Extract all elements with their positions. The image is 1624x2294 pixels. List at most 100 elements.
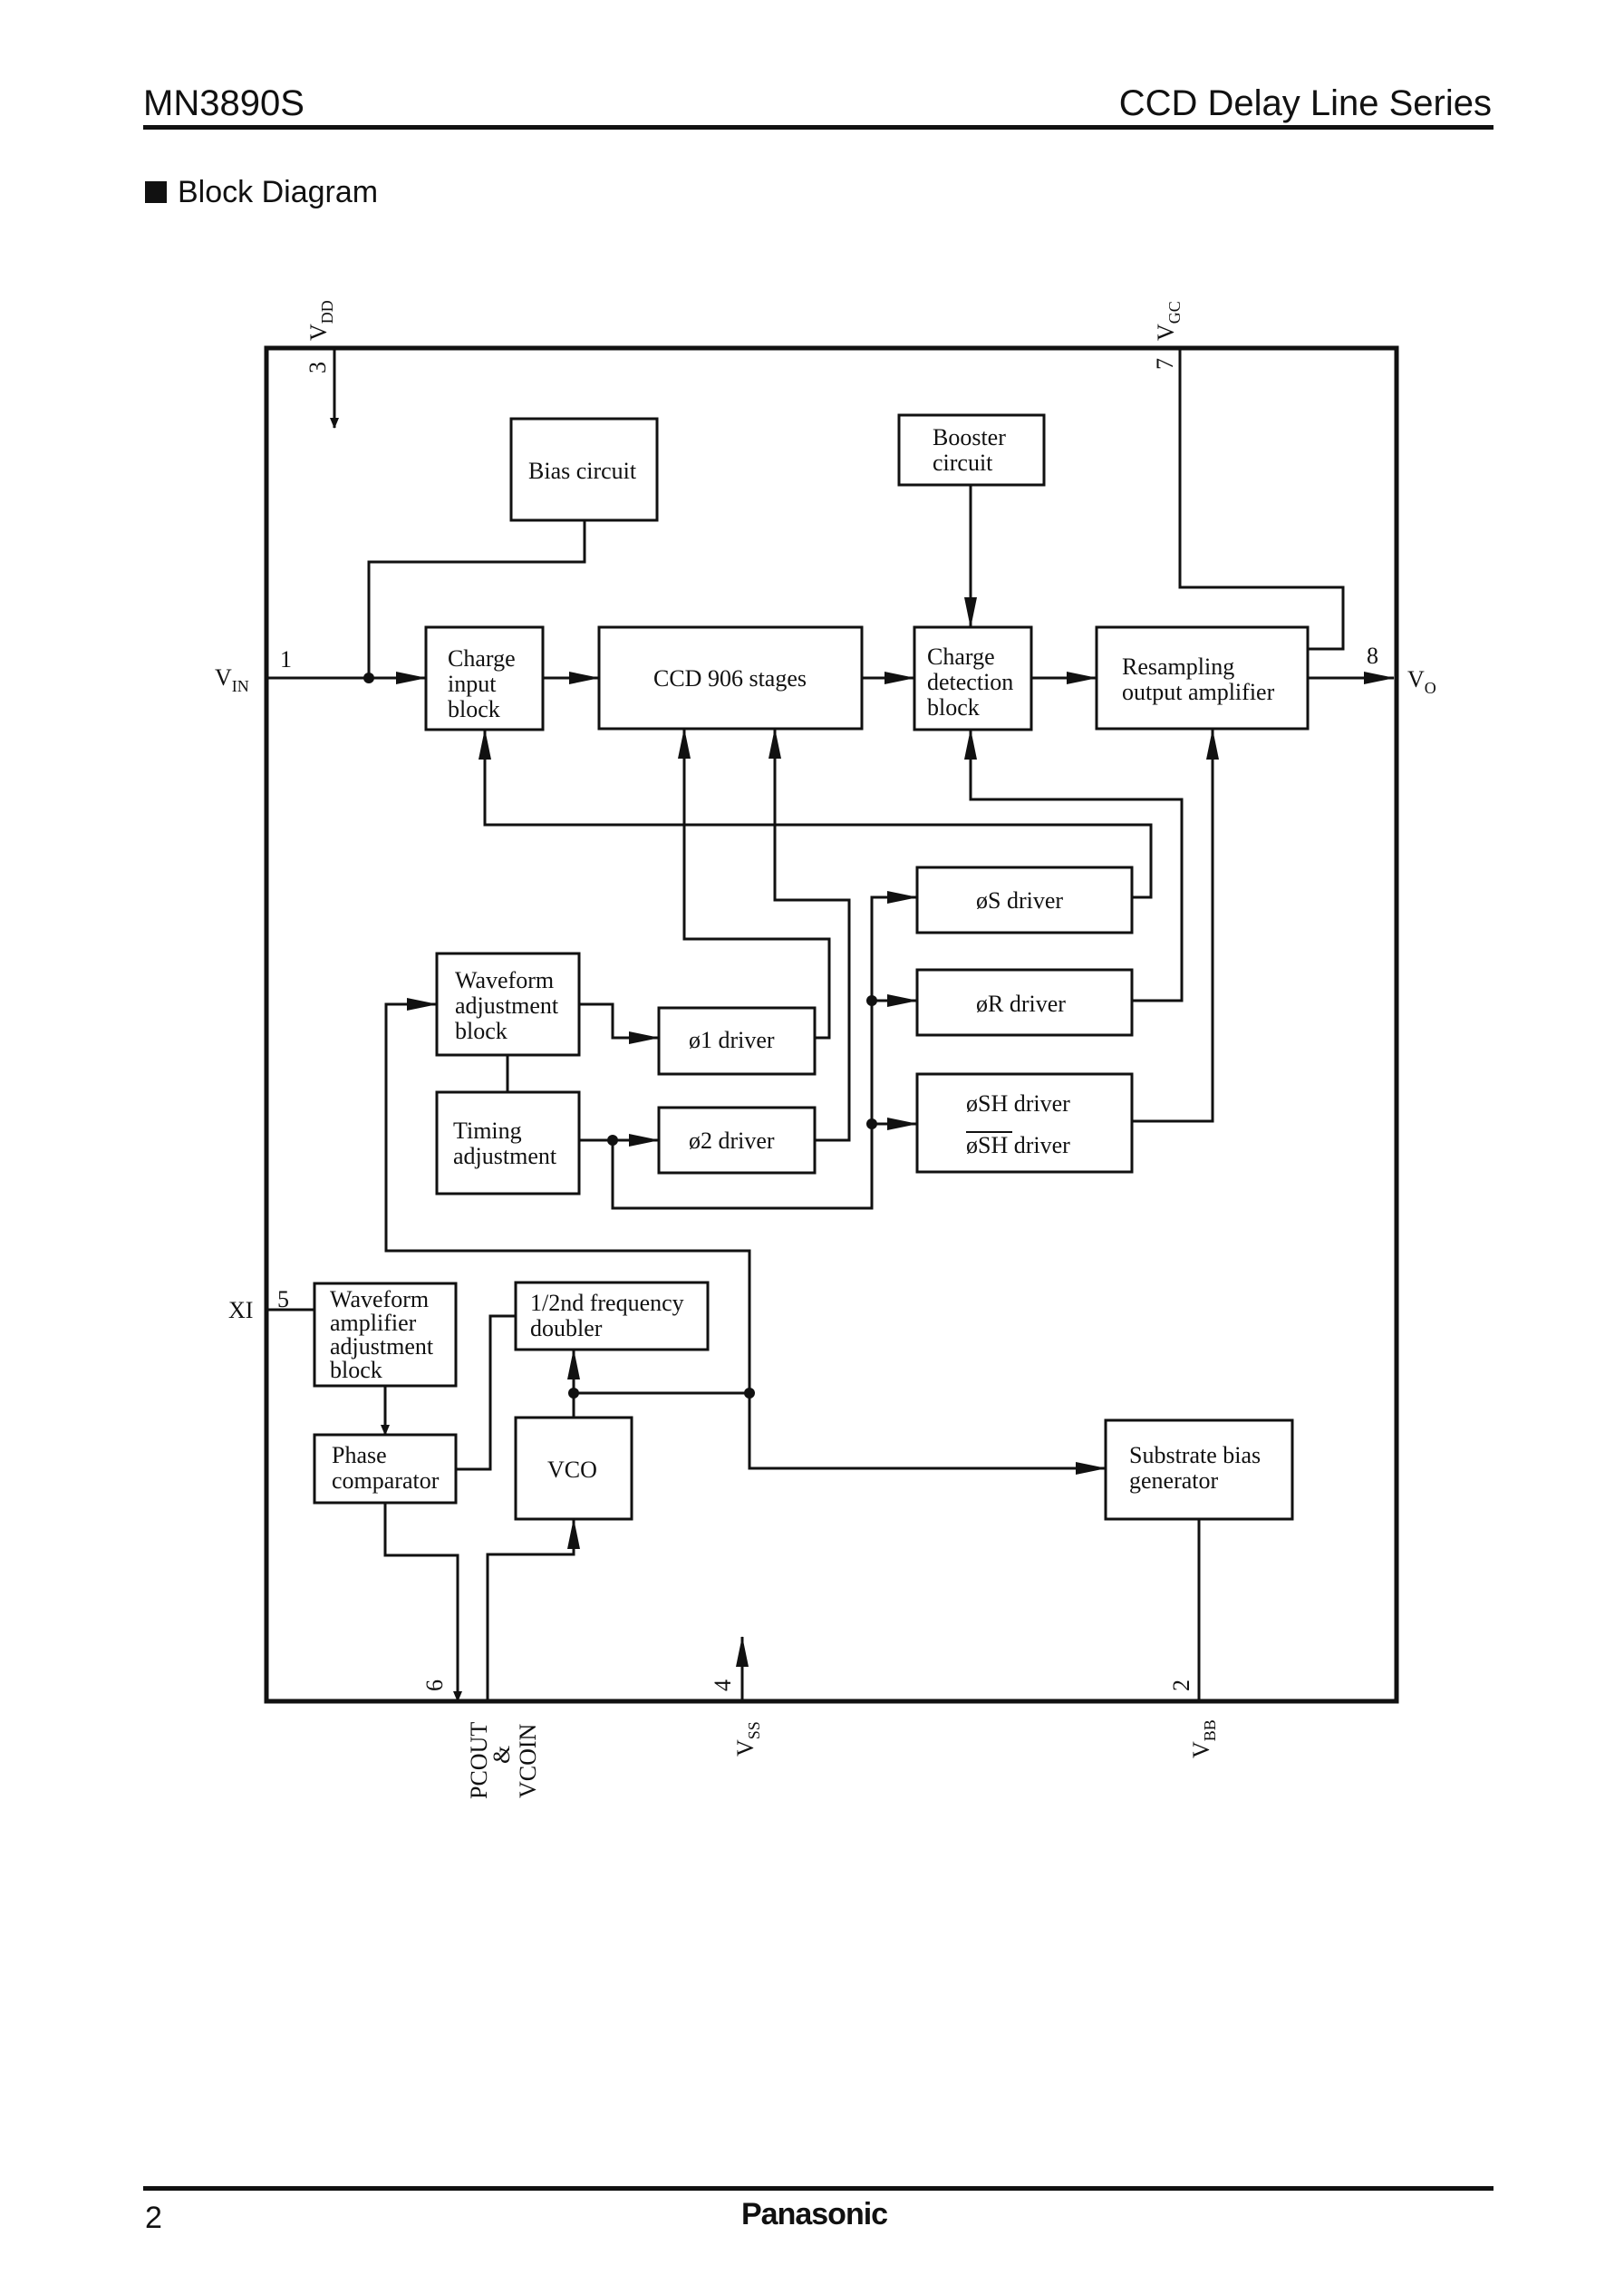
resampling-label-1: Resampling bbox=[1122, 653, 1234, 680]
part-number: MN3890S bbox=[143, 83, 304, 123]
r-junction bbox=[866, 995, 877, 1006]
svg-text:øS driver: øS driver bbox=[976, 887, 1063, 914]
bias-wire bbox=[367, 520, 586, 678]
sh-junction bbox=[866, 1118, 877, 1129]
section-heading: Block Diagram bbox=[145, 175, 378, 210]
svg-text:block: block bbox=[330, 1357, 382, 1383]
vbb-pin-number: 2 bbox=[1168, 1679, 1194, 1691]
timing-adjustment-label-2: adjustment bbox=[453, 1143, 557, 1169]
vss-pin-number: 4 bbox=[710, 1679, 736, 1691]
xi-pin-name: XI bbox=[228, 1297, 253, 1323]
vco-label: VCO bbox=[547, 1457, 597, 1483]
phi1-driver-label: ø1 driver bbox=[689, 1027, 775, 1053]
charge-detection-label-3: block bbox=[927, 694, 980, 721]
phase-comparator-label-2: comparator bbox=[332, 1467, 440, 1494]
svg-text:8: 8 bbox=[1367, 643, 1378, 669]
substrate-bias-label-2: generator bbox=[1129, 1467, 1219, 1494]
sh-driver-label: øSH driver bbox=[966, 1090, 1070, 1117]
vdd-pin-name: V bbox=[305, 324, 332, 341]
svg-text:VIN: VIN bbox=[215, 664, 249, 695]
vcoin-label: VCOIN bbox=[515, 1723, 541, 1798]
charge-input-label-3: block bbox=[448, 696, 500, 722]
svg-text:1/2nd frequency: 1/2nd frequency bbox=[530, 1290, 684, 1316]
charge-input-label-1: Charge bbox=[448, 645, 516, 672]
svg-text:VCOIN: VCOIN bbox=[515, 1723, 541, 1798]
vdd-pin-number: 3 bbox=[304, 362, 331, 373]
svg-text:circuit: circuit bbox=[933, 450, 993, 476]
svg-text:adjustment: adjustment bbox=[455, 992, 559, 1019]
svg-text:VCO: VCO bbox=[547, 1457, 597, 1483]
doubler-to-phase-wire bbox=[456, 1314, 516, 1471]
junctions bbox=[363, 673, 877, 1399]
booster-label-2: circuit bbox=[933, 450, 993, 476]
svg-text:adjustment: adjustment bbox=[453, 1143, 557, 1169]
frequency-doubler-label-1: 1/2nd frequency bbox=[530, 1290, 684, 1316]
svg-text:XI: XI bbox=[228, 1297, 253, 1323]
svg-text:VBB: VBB bbox=[1188, 1719, 1219, 1758]
vbb-pin-sub: BB bbox=[1201, 1719, 1219, 1741]
waveform-adjustment-label-2: adjustment bbox=[455, 992, 559, 1019]
svg-text:VO: VO bbox=[1407, 666, 1436, 697]
phase-comparator-label-1: Phase bbox=[332, 1442, 387, 1468]
svg-text:Phase: Phase bbox=[332, 1442, 387, 1468]
charge-detection-label-2: detection bbox=[927, 669, 1013, 695]
svg-text:Timing: Timing bbox=[453, 1118, 522, 1144]
wires bbox=[266, 348, 1395, 1702]
page-number: 2 bbox=[145, 2201, 162, 2235]
series-title: CCD Delay Line Series bbox=[1118, 83, 1492, 123]
substrate-bias-label-1: Substrate bias bbox=[1129, 1442, 1261, 1468]
vgc-pin-number: 7 bbox=[1152, 358, 1178, 370]
svg-text:ø2 driver: ø2 driver bbox=[689, 1128, 775, 1154]
svg-text:detection: detection bbox=[927, 669, 1013, 695]
booster-label-1: Booster bbox=[933, 424, 1006, 450]
pcout-wire bbox=[383, 1503, 462, 1702]
svg-text:VGC: VGC bbox=[1153, 301, 1184, 341]
bias-label: Bias circuit bbox=[528, 458, 637, 484]
vin-pin-sub: IN bbox=[232, 677, 249, 695]
waveform-to-phi1-wire bbox=[579, 1002, 660, 1044]
svg-text:PCOUT: PCOUT bbox=[466, 1722, 492, 1799]
pcout-ampersand: & bbox=[488, 1746, 515, 1764]
vbb-pin-name: V bbox=[1188, 1741, 1214, 1758]
svg-text:Bias circuit: Bias circuit bbox=[528, 458, 637, 484]
svg-text:VDD: VDD bbox=[305, 300, 336, 341]
xi-pin-number: 5 bbox=[277, 1286, 289, 1312]
waveform-adjustment-label-3: block bbox=[455, 1018, 508, 1044]
svg-text:amplifier: amplifier bbox=[330, 1310, 417, 1336]
timing-junction bbox=[607, 1135, 618, 1146]
waveform-amplifier-label-3: adjustment bbox=[330, 1333, 434, 1360]
svg-text:block: block bbox=[448, 696, 500, 722]
svg-text:øSH driver: øSH driver bbox=[966, 1132, 1070, 1158]
svg-text:6: 6 bbox=[421, 1679, 448, 1691]
shbar-driver-label: øSH driver bbox=[966, 1132, 1070, 1158]
waveform-amplifier-label-1: Waveform bbox=[330, 1286, 429, 1312]
svg-text:Resampling: Resampling bbox=[1122, 653, 1234, 680]
timing-bus-wire bbox=[611, 891, 918, 1210]
vgc-wire bbox=[1178, 348, 1345, 651]
vin-junction bbox=[363, 673, 374, 683]
svg-text:block: block bbox=[455, 1018, 508, 1044]
frequency-doubler-label-2: doubler bbox=[530, 1315, 603, 1341]
vin-pin-number: 1 bbox=[280, 646, 292, 673]
phi1-out-wire bbox=[678, 728, 831, 1040]
svg-text:generator: generator bbox=[1129, 1467, 1219, 1494]
vin-pin-name: V bbox=[215, 664, 232, 691]
phi2-out-wire bbox=[768, 728, 851, 1142]
svg-text:3: 3 bbox=[304, 362, 331, 373]
svg-text:1: 1 bbox=[280, 646, 292, 673]
svg-text:5: 5 bbox=[277, 1286, 289, 1312]
vo-pin-sub: O bbox=[1425, 679, 1436, 697]
svg-text:4: 4 bbox=[710, 1679, 736, 1691]
pcout-pin-number: 6 bbox=[421, 1679, 448, 1691]
vcoin-wire bbox=[486, 1518, 580, 1701]
svg-text:doubler: doubler bbox=[530, 1315, 603, 1341]
doubler-junction bbox=[568, 1388, 579, 1399]
vgc-pin-name: V bbox=[1153, 324, 1179, 341]
footer-rule bbox=[143, 2186, 1494, 2191]
ccd-label: CCD 906 stages bbox=[653, 665, 807, 692]
header-rule bbox=[143, 125, 1494, 130]
svg-text:Waveform: Waveform bbox=[455, 967, 554, 993]
svg-text:øR driver: øR driver bbox=[976, 991, 1066, 1017]
waveform-adjustment-label-1: Waveform bbox=[455, 967, 554, 993]
